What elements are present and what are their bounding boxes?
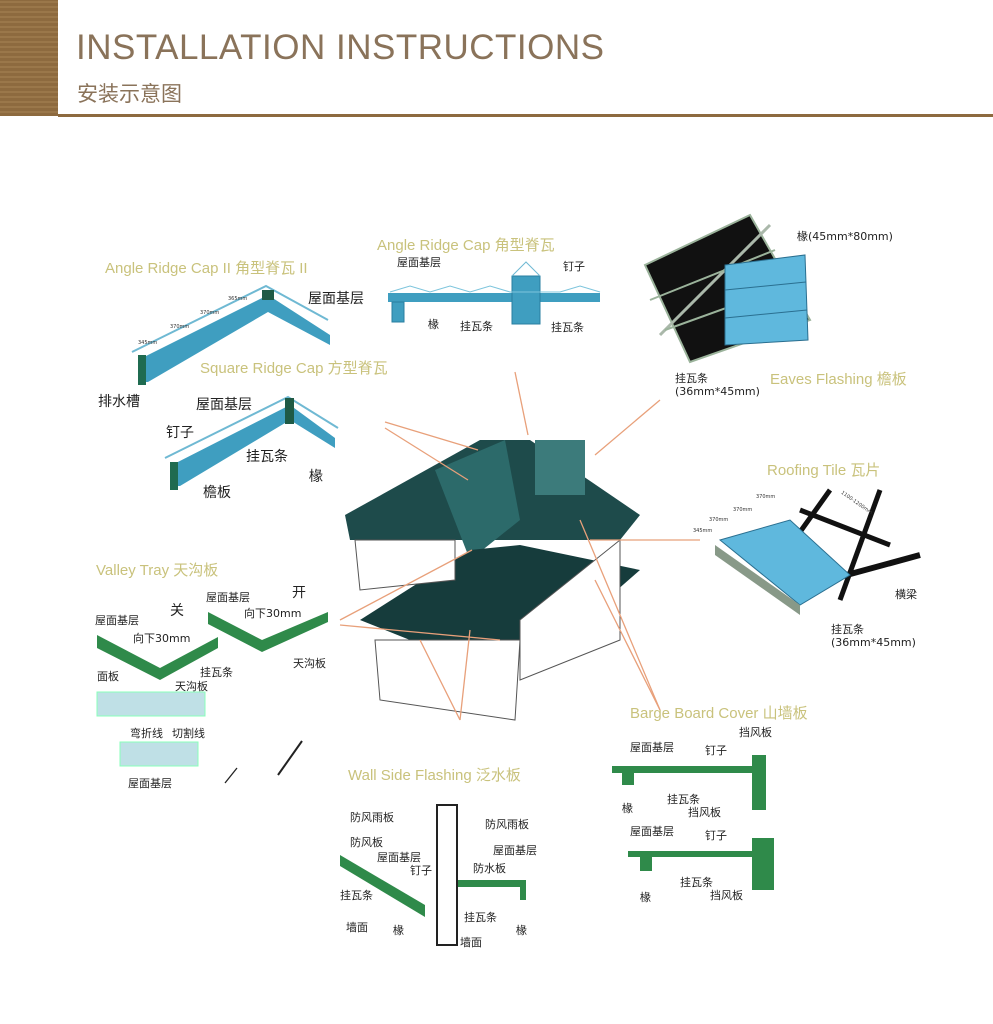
- label: 向下30mm: [133, 632, 191, 645]
- label: 挡风板: [710, 889, 743, 902]
- wall-side-flashing-drawing: [340, 804, 526, 946]
- label: 弯折线: [130, 727, 163, 740]
- label: 防水板: [473, 862, 506, 875]
- label: 天沟板: [293, 657, 326, 670]
- label: 屋面基层: [308, 291, 364, 307]
- label: 挂瓦条: [460, 320, 493, 333]
- label: 钉子: [705, 744, 727, 757]
- page-subtitle: 安装示意图: [77, 82, 182, 106]
- valley-tray-title: Valley Tray 天沟板: [96, 562, 219, 579]
- label: 椽: [428, 318, 439, 331]
- label: 挡风板: [688, 806, 721, 819]
- label: 钉子: [705, 829, 727, 842]
- label: 墙面: [346, 921, 368, 934]
- label: 椽(45mm*80mm): [797, 230, 893, 243]
- label: 椽: [309, 469, 323, 485]
- label: 挂瓦条: [680, 876, 713, 889]
- wall-side-flashing-title: Wall Side Flashing 泛水板: [348, 767, 521, 784]
- angle-ridge-cap-title: Angle Ridge Cap 角型脊瓦: [377, 237, 555, 254]
- label-closed: 关: [170, 603, 184, 619]
- label: 挂瓦条: [831, 623, 864, 636]
- label: 椽: [622, 802, 633, 815]
- dim-label: 370mm: [170, 324, 190, 330]
- label: 屋面基层: [630, 825, 674, 838]
- label: 屋面基层: [493, 844, 537, 857]
- square-ridge-cap-drawing: [164, 395, 339, 490]
- dim-label: 365mm: [228, 296, 248, 302]
- label: 挂瓦条: [464, 911, 497, 924]
- label: 挂瓦条: [246, 449, 288, 465]
- label-open: 开: [292, 585, 306, 601]
- roofing-tile-drawing: [715, 488, 921, 615]
- label: 挂瓦条: [200, 666, 233, 679]
- label: 屋面基层: [397, 256, 441, 269]
- angle-ridge-cap-2-title: Angle Ridge Cap II 角型脊瓦 II: [105, 260, 308, 277]
- page-title: INSTALLATION INSTRUCTIONS: [76, 28, 605, 67]
- dim-label: 370mm: [756, 494, 776, 500]
- house-drawing: [339, 371, 700, 721]
- label: 挂瓦条: [551, 321, 584, 334]
- label: 屋面基层: [630, 741, 674, 754]
- label: 椽: [516, 924, 527, 937]
- label: 防风雨板: [485, 818, 529, 831]
- label: 椽: [640, 891, 651, 904]
- label: 面板: [97, 670, 119, 683]
- label: 挡风板: [739, 726, 772, 739]
- barge-board-drawing: [612, 755, 774, 890]
- eaves-flashing-title: Eaves Flashing 檐板: [770, 371, 907, 388]
- eaves-flashing-drawing: [643, 213, 812, 364]
- label: 向下30mm: [244, 607, 302, 620]
- angle-ridge-cap-drawing: [388, 261, 601, 325]
- label: 屋面基层: [196, 397, 252, 413]
- label: 切割线: [172, 727, 205, 740]
- header-decor-bar: [0, 0, 58, 116]
- label: 屋面基层: [95, 614, 139, 627]
- angle-ridge-cap-2-drawing: [131, 284, 330, 385]
- label: 屋面基层: [377, 851, 421, 864]
- barge-board-cover-title: Barge Board Cover 山墙板: [630, 705, 808, 722]
- dim-label: 370mm: [200, 310, 220, 316]
- label: 墙面: [460, 936, 482, 949]
- label: 椽: [393, 924, 404, 937]
- label: 钉子: [410, 864, 432, 877]
- label: 横梁: [895, 588, 917, 601]
- dim-label: 370mm: [709, 517, 729, 523]
- roofing-tile-title: Roofing Tile 瓦片: [767, 462, 881, 479]
- label: 檐板: [203, 485, 231, 501]
- header-divider: [58, 114, 993, 117]
- label: 钉子: [563, 260, 585, 273]
- label: 排水槽: [98, 394, 140, 410]
- dim-label: 345mm: [693, 528, 713, 534]
- dim-label: 345mm: [138, 340, 158, 346]
- label: 挂瓦条: [675, 372, 708, 385]
- label: 防风板: [350, 836, 383, 849]
- label: 天沟板: [175, 680, 208, 693]
- label: 屋面基层: [206, 591, 250, 604]
- valley-tray-drawing: [96, 612, 328, 784]
- label: 挂瓦条: [340, 889, 373, 902]
- dim-label: 370mm: [733, 507, 753, 513]
- label: 屋面基层: [128, 777, 172, 790]
- label: 钉子: [166, 425, 194, 441]
- label: (36mm*45mm): [831, 636, 916, 649]
- square-ridge-cap-title: Square Ridge Cap 方型脊瓦: [200, 360, 388, 377]
- label: 挂瓦条: [667, 793, 700, 806]
- label: (36mm*45mm): [675, 385, 760, 398]
- label: 防风雨板: [350, 811, 394, 824]
